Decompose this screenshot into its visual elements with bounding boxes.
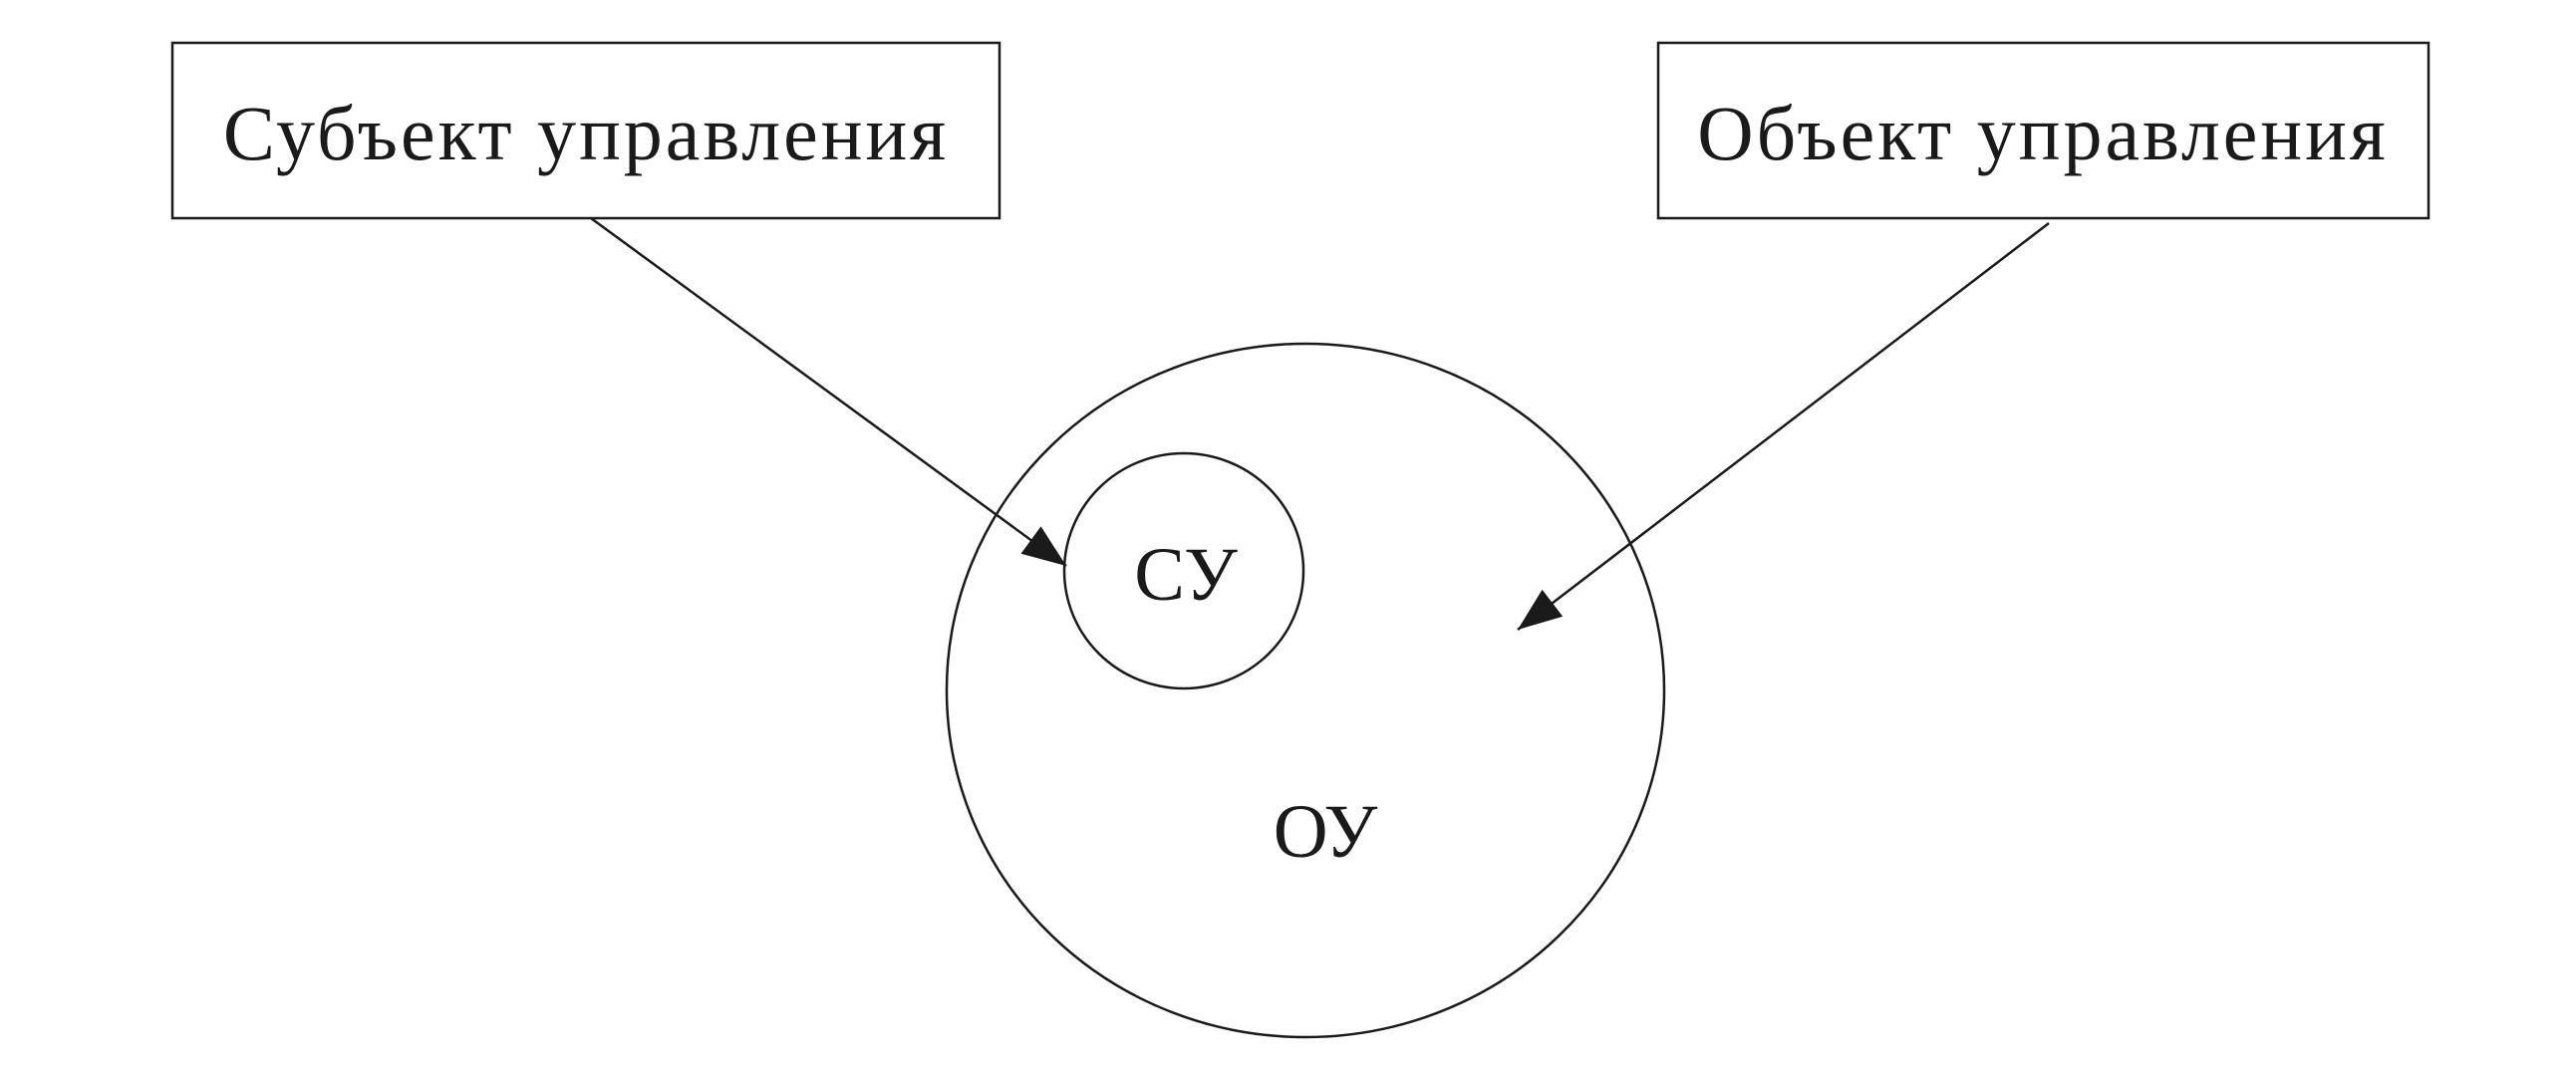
inner-circle-label: СУ (1134, 533, 1238, 617)
inner-circle: СУ (1062, 451, 1305, 690)
subject-box: Субъект управления (170, 41, 1002, 220)
object-box: Объект управления (1656, 41, 2431, 220)
arrow-object-to-outer-circle (1517, 222, 2050, 631)
object-box-label: Объект управления (1697, 90, 2389, 176)
outer-circle: ОУ (945, 342, 1666, 1039)
arrow-subject-to-inner-circle (590, 216, 1067, 568)
outer-circle-label: ОУ (1274, 790, 1378, 874)
subject-box-label: Субъект управления (223, 90, 949, 176)
